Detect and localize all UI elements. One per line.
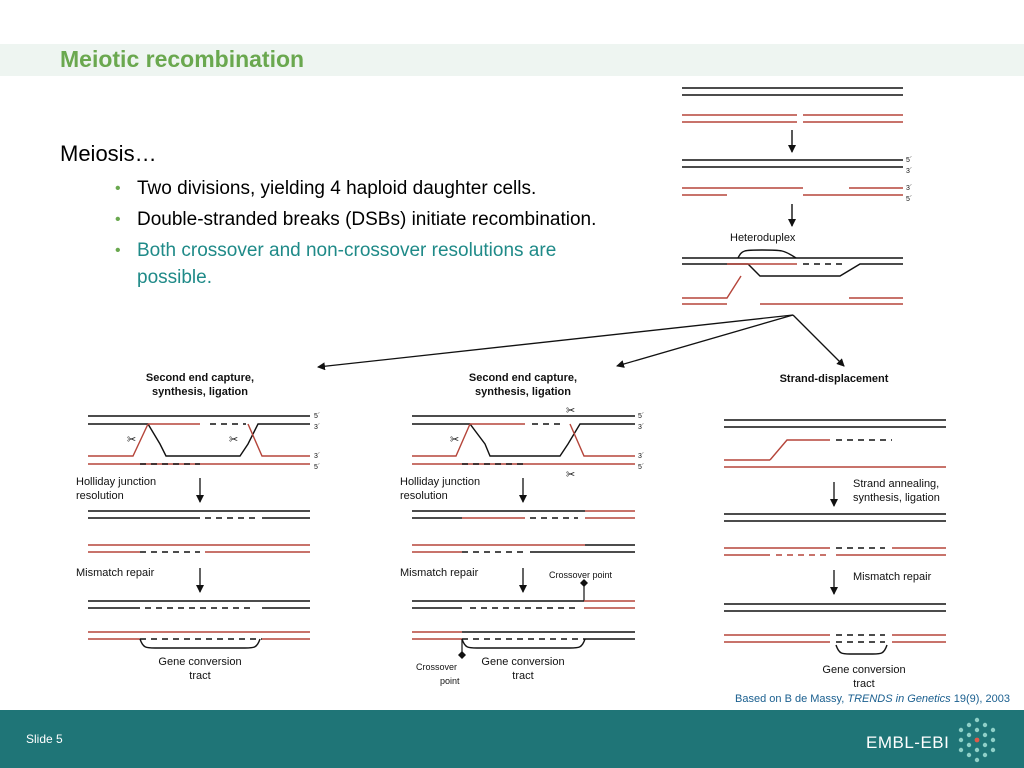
- strand-end-label: 3´: [906, 168, 912, 175]
- branch-arrow-right-icon: [792, 314, 845, 367]
- crossover-point-label: point: [440, 676, 460, 686]
- panel-middle: Second end capture, synthesis, ligation …: [400, 372, 644, 686]
- strand-end-label: 5´: [638, 464, 644, 471]
- recombination-diagram: 5´ 3´ 3´ 5´ Heteroduplex Second end capt…: [76, 87, 946, 690]
- citation: Based on B de Massy, TRENDS in Genetics …: [735, 693, 1010, 705]
- strand-end-label: 3´: [314, 424, 320, 431]
- bullet-text: Two divisions, yielding 4 haploid daught…: [137, 178, 537, 199]
- scissors-icon: ✂: [229, 434, 238, 446]
- strand-end-label: 3´: [906, 185, 912, 192]
- scissors-icon: ✂: [566, 405, 575, 417]
- scissors-icon: ✂: [127, 434, 136, 446]
- embl-ebi-hexagon-dots-icon: [958, 717, 996, 763]
- panel-title: Second end capture,: [469, 372, 577, 384]
- step-label: resolution: [400, 490, 448, 502]
- footer-bar: [0, 710, 1024, 768]
- step-label: Holliday junction: [400, 476, 480, 488]
- bullet-text: Both crossover and non-crossover resolut…: [137, 240, 557, 288]
- result-label: tract: [853, 678, 874, 690]
- gene-conversion-bracket: [461, 638, 586, 649]
- embl-ebi-logo-text: EMBL-EBI: [866, 733, 950, 752]
- panel-title: synthesis, ligation: [152, 386, 248, 398]
- result-label: Gene conversion: [481, 656, 564, 668]
- heteroduplex-bracket: [737, 249, 797, 259]
- strand-end-label: 3´: [314, 453, 320, 460]
- result-label: tract: [512, 670, 533, 682]
- citation-prefix: Based on B de Massy,: [735, 693, 848, 705]
- step-label: resolution: [76, 490, 124, 502]
- heteroduplex-label: Heteroduplex: [730, 232, 796, 244]
- step-label: Mismatch repair: [76, 567, 155, 579]
- panel-title: Strand-displacement: [780, 373, 889, 385]
- strand-end-label: 5´: [638, 413, 644, 420]
- citation-journal: TRENDS in Genetics: [847, 693, 951, 705]
- slide-heading: Meiosis…: [60, 141, 157, 166]
- panel-right: Strand-displacement Strand annealing, sy…: [724, 373, 946, 690]
- slide-number: Slide 5: [26, 732, 63, 746]
- crossover-point-label: Crossover: [416, 662, 457, 672]
- bullet-dot-icon: •: [115, 211, 121, 228]
- dsb-initiation-diagram: [682, 87, 903, 305]
- branch-arrows: [317, 314, 845, 371]
- strand-end-label: 5´: [906, 196, 912, 203]
- bullet-list: • Two divisions, yielding 4 haploid daugh…: [115, 175, 635, 295]
- step-label: Mismatch repair: [400, 567, 479, 579]
- bullet-item-highlight: • Both crossover and non-crossover resolu…: [115, 237, 635, 291]
- bullet-dot-icon: •: [115, 242, 121, 259]
- crossover-point-label: Crossover point: [549, 570, 613, 580]
- crossover-point-marker-icon: [580, 579, 588, 587]
- bullet-text: Double-stranded breaks (DSBs) initiate r…: [137, 209, 597, 230]
- bullet-item: • Double-stranded breaks (DSBs) initiate …: [115, 206, 635, 233]
- branch-arrow-middle-icon: [616, 314, 794, 368]
- step-label: synthesis, ligation: [853, 492, 940, 504]
- result-label: Gene conversion: [158, 656, 241, 668]
- step-label: Strand annealing,: [853, 478, 939, 490]
- branch-arrow-left-icon: [317, 314, 794, 371]
- result-label: Gene conversion: [822, 664, 905, 676]
- panel-left: Second end capture, synthesis, ligation …: [76, 372, 320, 682]
- panel-title: Second end capture,: [146, 372, 254, 384]
- panel-title: synthesis, ligation: [475, 386, 571, 398]
- strand-end-label: 5´: [906, 157, 912, 164]
- bullet-item: • Two divisions, yielding 4 haploid daugh…: [115, 175, 635, 202]
- strand-end-label: 5´: [314, 464, 320, 471]
- step-label: Holliday junction: [76, 476, 156, 488]
- strand-end-label: 3´: [638, 424, 644, 431]
- crossover-point-marker-icon: [458, 651, 466, 659]
- scissors-icon: ✂: [566, 469, 575, 481]
- strand-end-label: 3´: [638, 453, 644, 460]
- citation-suffix: 19(9), 2003: [950, 693, 1010, 705]
- slide-title: Meiotic recombination: [60, 46, 305, 72]
- step-label: Mismatch repair: [853, 571, 932, 583]
- scissors-icon: ✂: [450, 434, 459, 446]
- gene-conversion-bracket: [835, 644, 888, 655]
- result-label: tract: [189, 670, 210, 682]
- gene-conversion-bracket: [139, 638, 261, 649]
- title-bar: [0, 44, 1024, 76]
- bullet-dot-icon: •: [115, 180, 121, 197]
- strand-end-label: 5´: [314, 413, 320, 420]
